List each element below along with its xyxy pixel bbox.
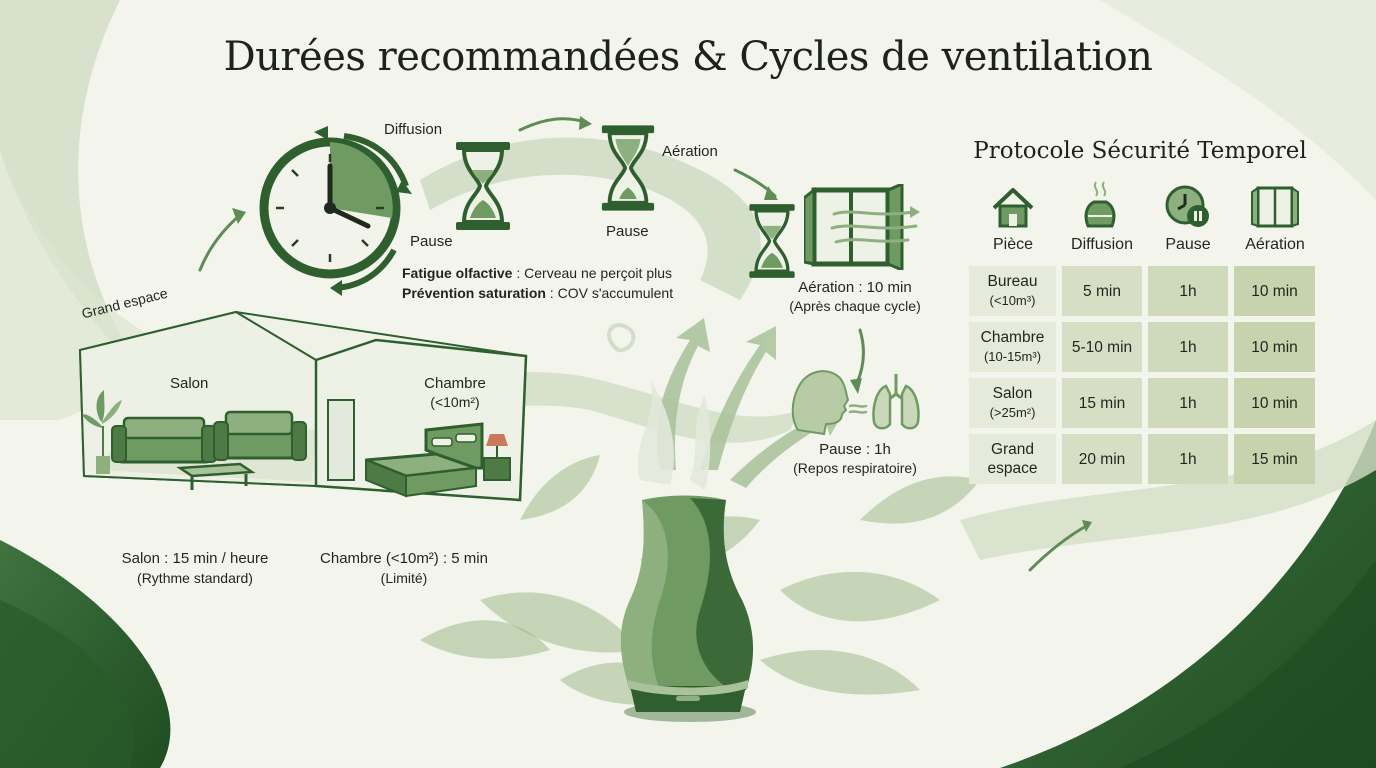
table-row-room: Salon(>25m²) — [969, 378, 1056, 428]
protocol-title: Protocole Sécurité Temporel — [973, 138, 1307, 164]
table-cell-diffusion: 20 min — [1062, 434, 1142, 484]
table-cell-pause: 1h — [1148, 434, 1228, 484]
table-cell-aeration: 10 min — [1234, 378, 1315, 428]
aeration-label: Aération — [662, 143, 718, 160]
table-row-room: Bureau(<10m³) — [969, 266, 1056, 316]
chambre-size: (<10m²) — [430, 394, 480, 410]
table-cell-pause: 1h — [1148, 322, 1228, 372]
table-cell-diffusion: 5-10 min — [1062, 322, 1142, 372]
table-cell-diffusion: 5 min — [1062, 266, 1142, 316]
table-cell-aeration: 15 min — [1234, 434, 1315, 484]
header-pause: Pause — [1165, 236, 1211, 253]
diffuser-illustration — [620, 495, 756, 722]
fatigue-note: Fatigue olfactive : Cerveau ne perçoit p… — [402, 265, 672, 281]
clock-pause-icon — [1165, 185, 1209, 227]
salon-caption: Salon : 15 min / heure — [121, 550, 269, 567]
aeration-sub: (Après chaque cycle) — [789, 298, 921, 314]
salon-label: Salon — [170, 375, 209, 392]
aeration-detail: Aération : 10 min — [798, 279, 912, 296]
table-row-room: Chambre(10-15m³) — [969, 322, 1056, 372]
table-cell-pause: 1h — [1148, 266, 1228, 316]
pause-sub: (Repos respiratoire) — [793, 460, 917, 476]
pause-hourglass-label: Pause — [606, 223, 649, 240]
table-cell-aeration: 10 min — [1234, 322, 1315, 372]
header-piece: Pièce — [992, 236, 1034, 253]
page-title: Durées recommandées & Cycles de ventilat… — [223, 34, 1153, 80]
salon-caption-sub: (Rythme standard) — [137, 570, 253, 586]
header-diffusion: Diffusion — [1071, 236, 1133, 253]
window-icon — [1251, 186, 1299, 228]
clock-icon — [259, 126, 412, 296]
table-cell-aeration: 10 min — [1234, 266, 1315, 316]
diffuser-icon — [1084, 181, 1116, 228]
prevention-note: Prévention saturation : COV s'accumulent — [402, 285, 674, 301]
chambre-caption: Chambre (<10m²) : 5 min — [320, 550, 488, 567]
table-cell-pause: 1h — [1148, 378, 1228, 428]
table-cell-diffusion: 15 min — [1062, 378, 1142, 428]
window-icon — [804, 184, 920, 270]
hourglass-icon — [456, 142, 510, 230]
rooms-illustration — [78, 310, 528, 502]
chambre-caption-sub: (Limité) — [380, 570, 428, 586]
breathing-icon — [791, 370, 920, 436]
hourglass-icon — [601, 125, 655, 211]
house-icon — [992, 188, 1034, 228]
header-aeration: Aération — [1245, 236, 1305, 253]
hourglass-icon — [749, 204, 795, 278]
chambre-label: Chambre — [424, 375, 486, 392]
diffusion-label: Diffusion — [384, 121, 443, 138]
pause-clock-label: Pause — [410, 233, 453, 250]
pause-detail: Pause : 1h — [819, 441, 891, 458]
